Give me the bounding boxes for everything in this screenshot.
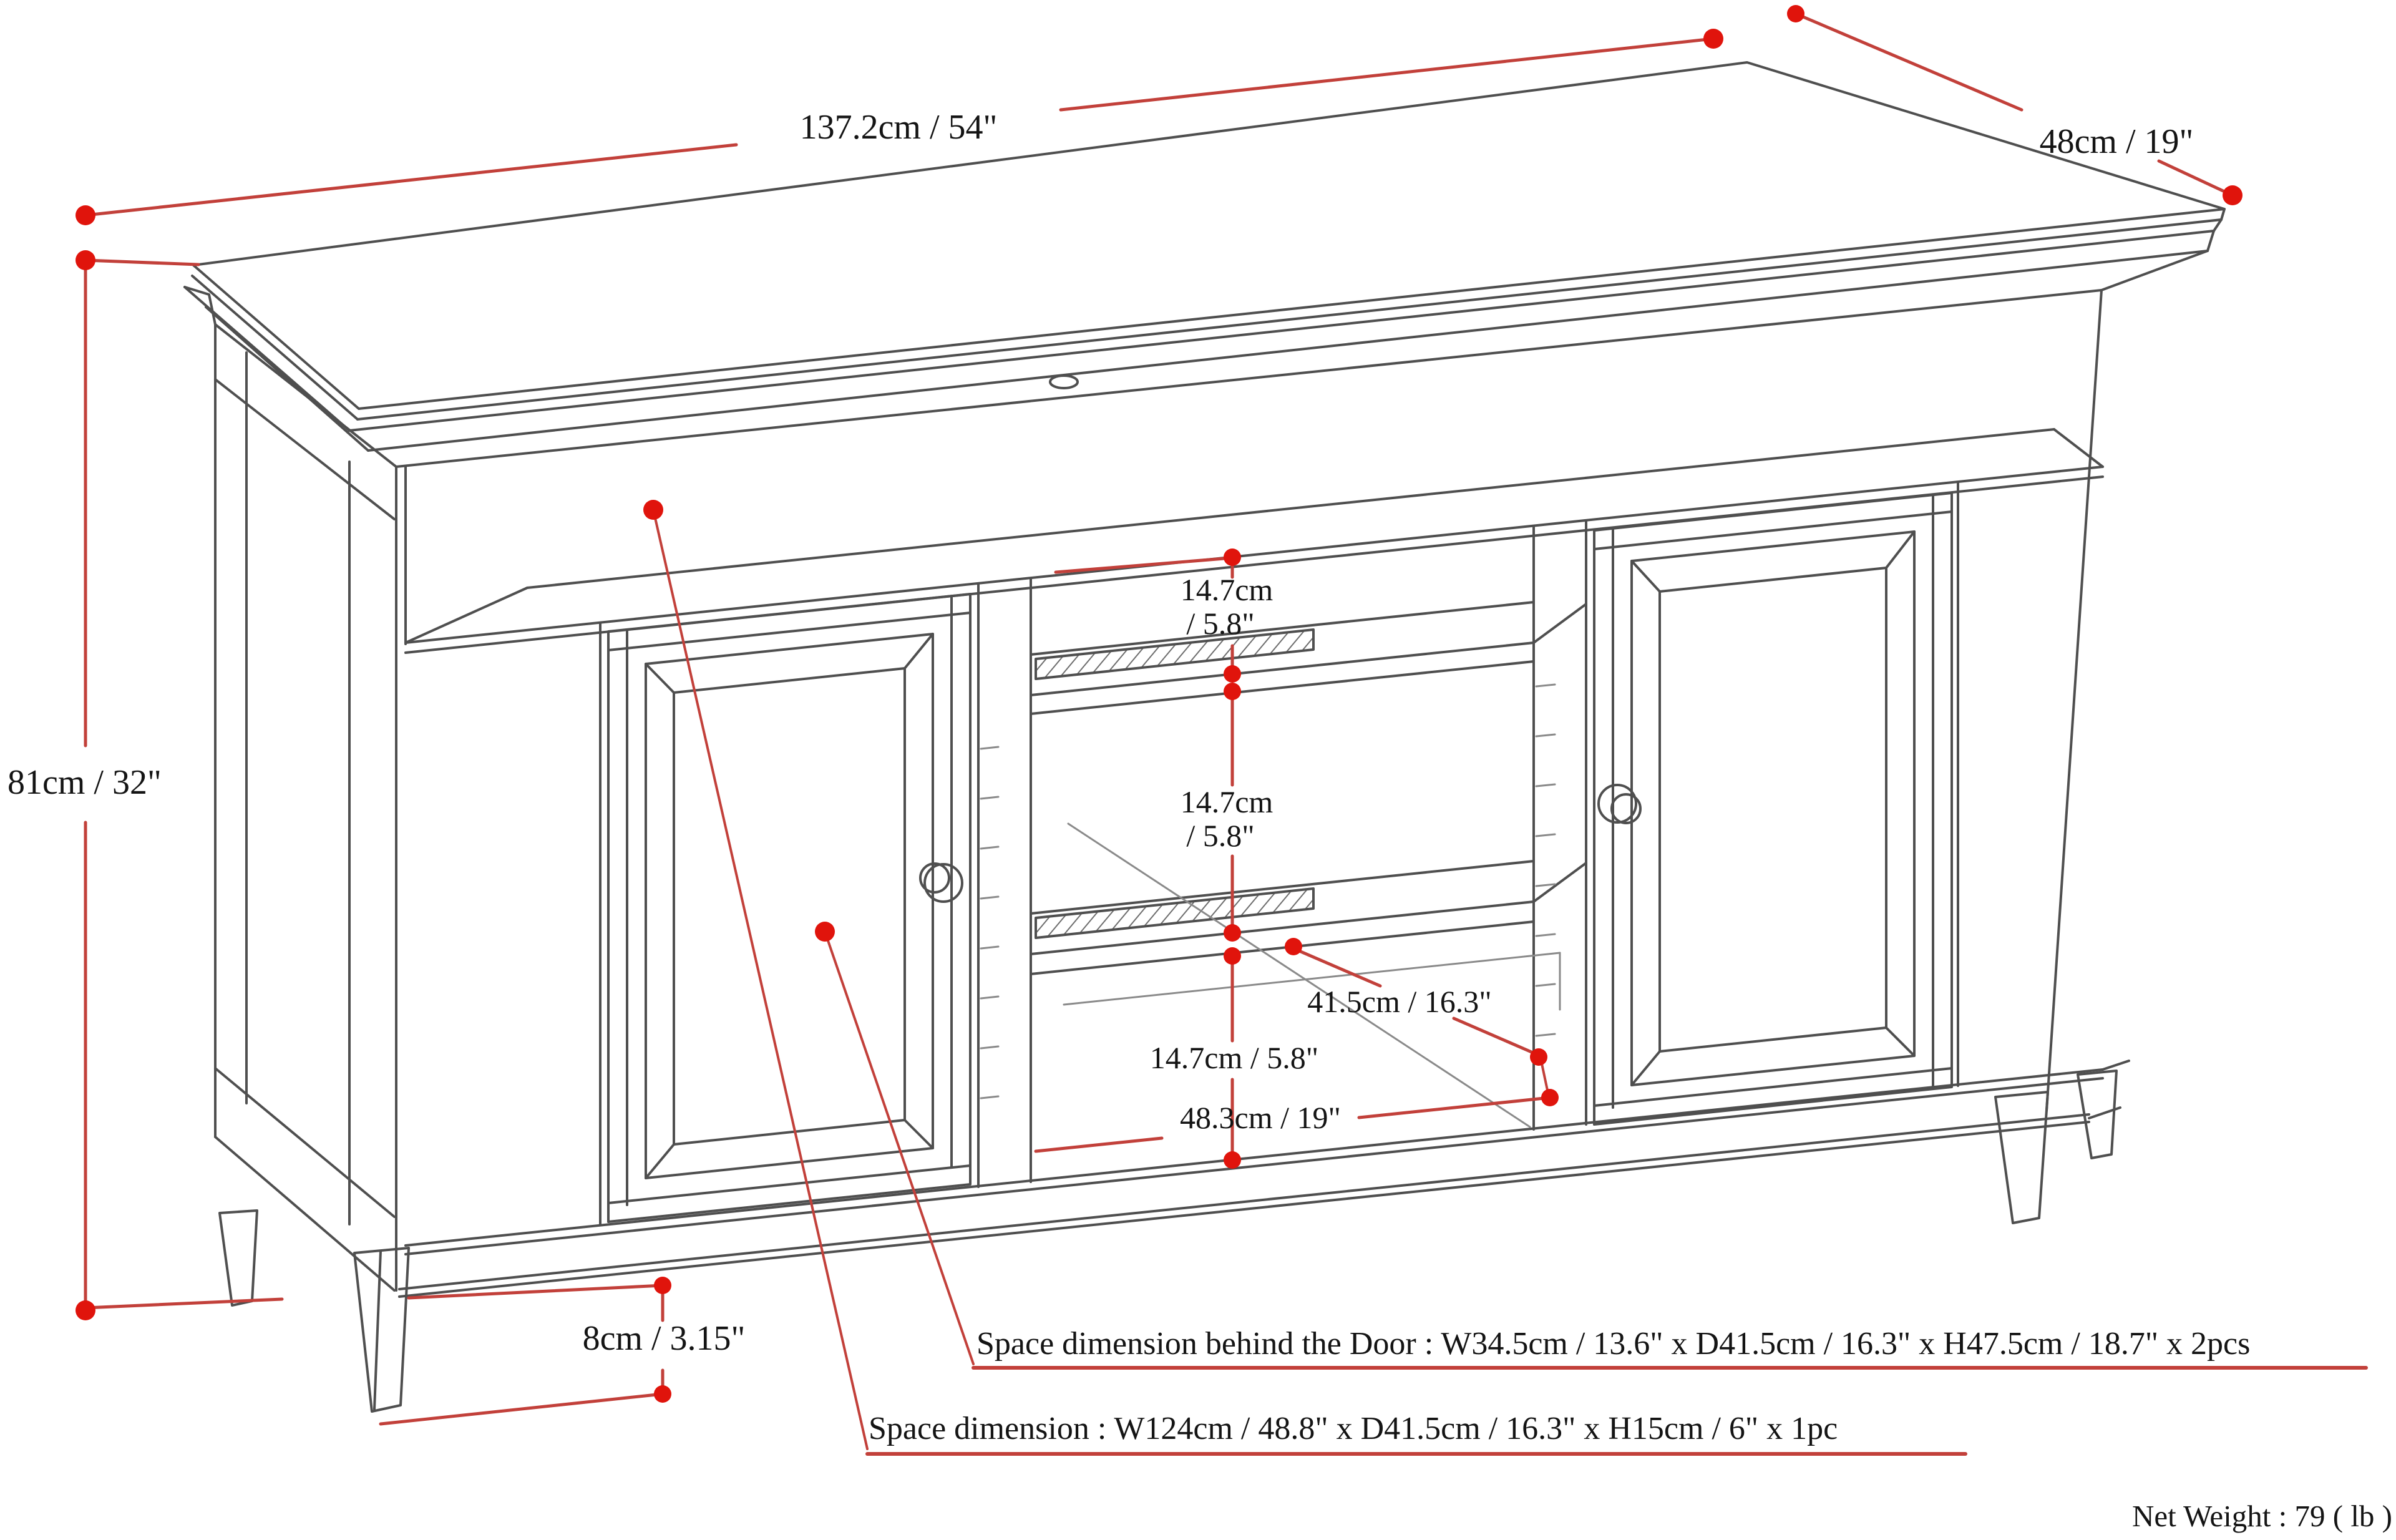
- note-open-space: Space dimension : W124cm / 48.8" x D41.5…: [869, 1411, 1838, 1446]
- left-door-knob: [923, 863, 963, 903]
- dimension-dots: [75, 5, 2243, 1403]
- dim-height-label: 81cm / 32": [7, 763, 162, 802]
- tabletop: [183, 61, 2226, 468]
- centre-shelves: [1030, 601, 1587, 975]
- right-door: [1593, 492, 1953, 1126]
- dim-width-label: 137.2cm / 54": [800, 108, 998, 147]
- leader-behind-door: [824, 930, 975, 1365]
- front-right-leg: [1994, 1091, 2049, 1224]
- note-behind-door: Space dimension behind the Door : W34.5c…: [976, 1326, 2250, 1362]
- dim-leg-label: 8cm / 3.15": [583, 1319, 746, 1358]
- dim-gap2-line2: / 5.8": [1186, 818, 1254, 853]
- interior-hints: [980, 683, 1561, 1128]
- plinth: [398, 1060, 2130, 1298]
- dim-gap1-line2: / 5.8": [1186, 606, 1254, 641]
- front-face-frame: [599, 289, 2103, 1226]
- right-door-knob: [1597, 784, 1637, 824]
- dim-gap1-line1: 14.7cm: [1181, 572, 1273, 607]
- note-net-weight: Net Weight : 79 ( lb ): [2132, 1499, 2392, 1533]
- dim-inner-width-line: [1034, 1096, 1552, 1153]
- dim-depth-label: 48cm / 19": [2040, 122, 2194, 161]
- left-door: [607, 593, 972, 1223]
- dim-gap2-line1: 14.7cm: [1181, 784, 1273, 819]
- front-left-leg: [353, 1247, 410, 1413]
- left-side-panel: [214, 323, 397, 1292]
- cable-hole: [1049, 374, 1079, 389]
- dim-inner-depth-line: [1292, 947, 1549, 1094]
- back-right-leg: [2077, 1070, 2118, 1159]
- dimension-lines: [84, 12, 2368, 1456]
- dim-width-line: [84, 37, 1715, 217]
- notes: Space dimension behind the Door : W34.5c…: [869, 1326, 2392, 1533]
- dim-inner-depth-label: 41.5cm / 16.3": [1307, 984, 1491, 1019]
- shelf1-vent-strip: [1035, 628, 1315, 680]
- cabinet-line-art: [183, 61, 2226, 1413]
- leader-open-space: [652, 509, 869, 1450]
- back-left-leg: [218, 1209, 258, 1307]
- dim-gap3-label: 14.7cm / 5.8": [1150, 1040, 1318, 1075]
- dim-depth-line: [1794, 12, 2234, 197]
- leader-lines: [652, 509, 2368, 1456]
- dim-height-line: [84, 258, 284, 1312]
- shelf2-vent-strip: [1035, 887, 1315, 939]
- dimension-labels: 137.2cm / 54" 48cm / 19" 81cm / 32" 14.7…: [7, 108, 2193, 1358]
- dim-inner-width-label: 48.3cm / 19": [1180, 1100, 1341, 1135]
